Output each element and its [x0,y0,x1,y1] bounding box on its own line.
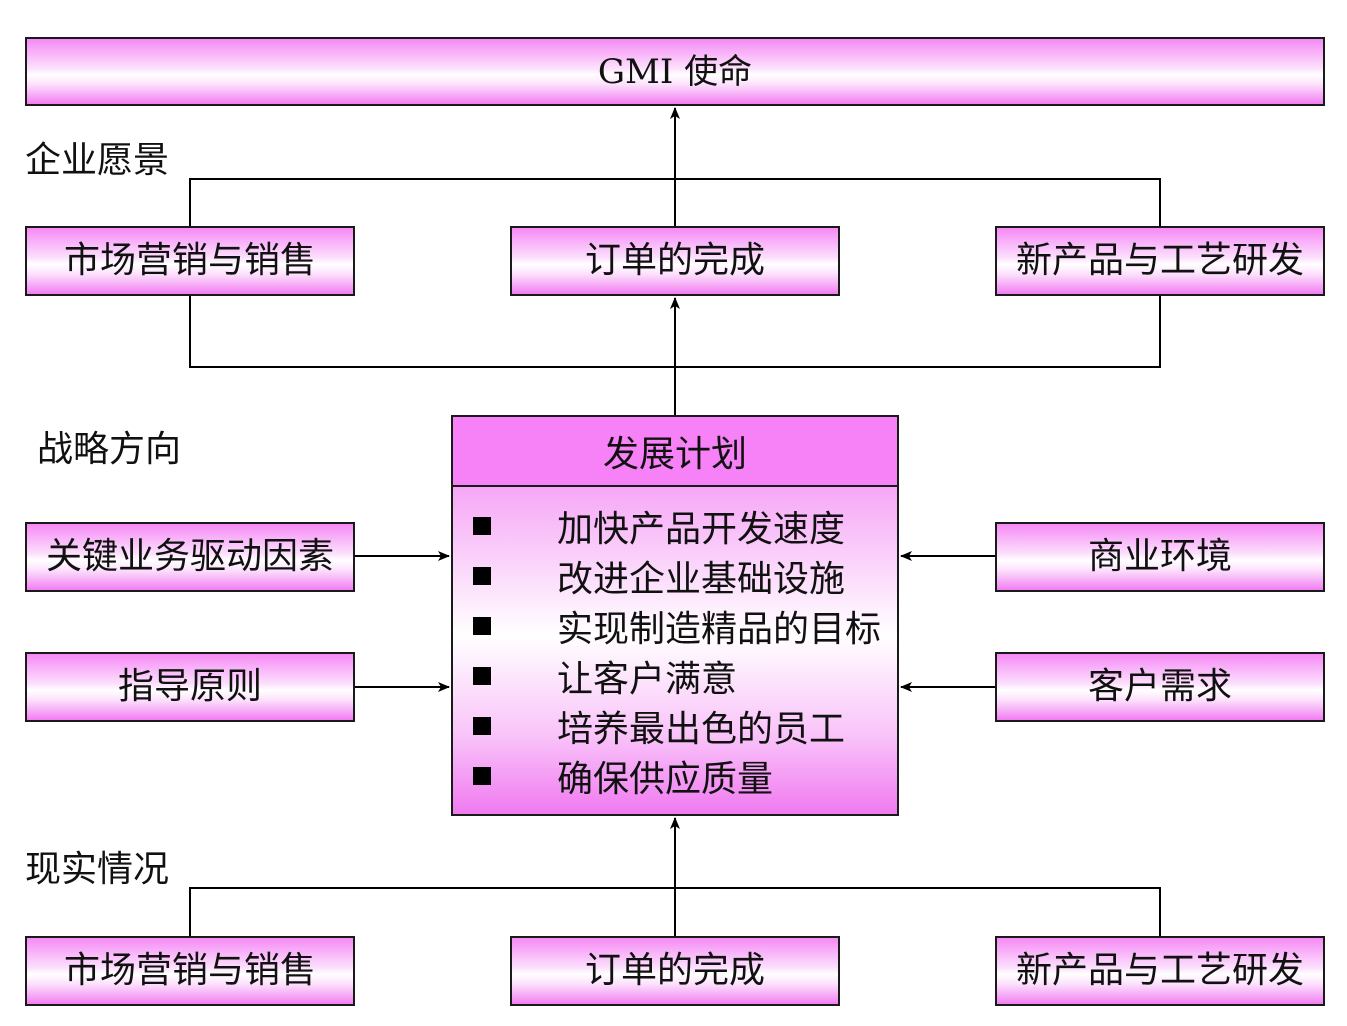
driver-box-label: 指导原则 [117,666,262,707]
plan-item-text: 实现制造精品的目标 [557,609,882,650]
vision-box-label: 新产品与工艺研发 [1015,240,1304,281]
vision-box-label: 订单的完成 [584,240,765,281]
square-bullet-icon [473,667,491,685]
driver-box-key-business-drivers: 关键业务驱动因素 [25,522,355,592]
vision-box-order-fulfillment: 订单的完成 [510,226,840,296]
plan-item: 改进企业基础设施 [453,551,897,601]
square-bullet-icon [473,517,491,535]
plan-item: 确保供应质量 [453,751,897,801]
section-label-vision: 企业愿景 [25,140,170,181]
plan-item-text: 确保供应质量 [557,759,774,800]
reality-box-label: 新产品与工艺研发 [1015,950,1304,991]
vision-box-rnd: 新产品与工艺研发 [995,226,1325,296]
square-bullet-icon [473,567,491,585]
driver-box-business-environment: 商业环境 [995,522,1325,592]
driver-box-label: 商业环境 [1087,536,1232,577]
plan-item-text: 让客户满意 [557,659,738,700]
reality-box-rnd: 新产品与工艺研发 [995,936,1325,1006]
square-bullet-icon [473,617,491,635]
plan-item: 培养最出色的员工 [453,701,897,751]
plan-title: 发展计划 [453,417,897,487]
plan-item: 加快产品开发速度 [453,501,897,551]
mission-label: GMI 使命 [597,51,753,92]
plan-item-text: 改进企业基础设施 [557,559,846,600]
plan-item-text: 培养最出色的员工 [557,709,846,750]
square-bullet-icon [473,717,491,735]
driver-box-guiding-principles: 指导原则 [25,652,355,722]
vision-box-marketing: 市场营销与销售 [25,226,355,296]
reality-box-label: 市场营销与销售 [63,950,316,991]
plan-item: 让客户满意 [453,651,897,701]
mission-box: GMI 使命 [25,37,1325,106]
plan-item-text: 加快产品开发速度 [557,509,846,550]
development-plan-box: 发展计划 加快产品开发速度 改进企业基础设施 实现制造精品的目标 让客户满意 培… [451,415,899,816]
section-label-strategy: 战略方向 [37,429,182,470]
driver-box-customer-demand: 客户需求 [995,652,1325,722]
driver-box-label: 客户需求 [1087,666,1232,707]
plan-item-list: 加快产品开发速度 改进企业基础设施 实现制造精品的目标 让客户满意 培养最出色的… [453,487,897,801]
driver-box-label: 关键业务驱动因素 [45,536,334,577]
vision-box-label: 市场营销与销售 [63,240,316,281]
reality-box-label: 订单的完成 [584,950,765,991]
section-label-reality: 现实情况 [25,849,170,890]
reality-box-order-fulfillment: 订单的完成 [510,936,840,1006]
reality-box-marketing: 市场营销与销售 [25,936,355,1006]
square-bullet-icon [473,767,491,785]
plan-title-text: 发展计划 [602,434,747,475]
plan-item: 实现制造精品的目标 [453,601,897,651]
